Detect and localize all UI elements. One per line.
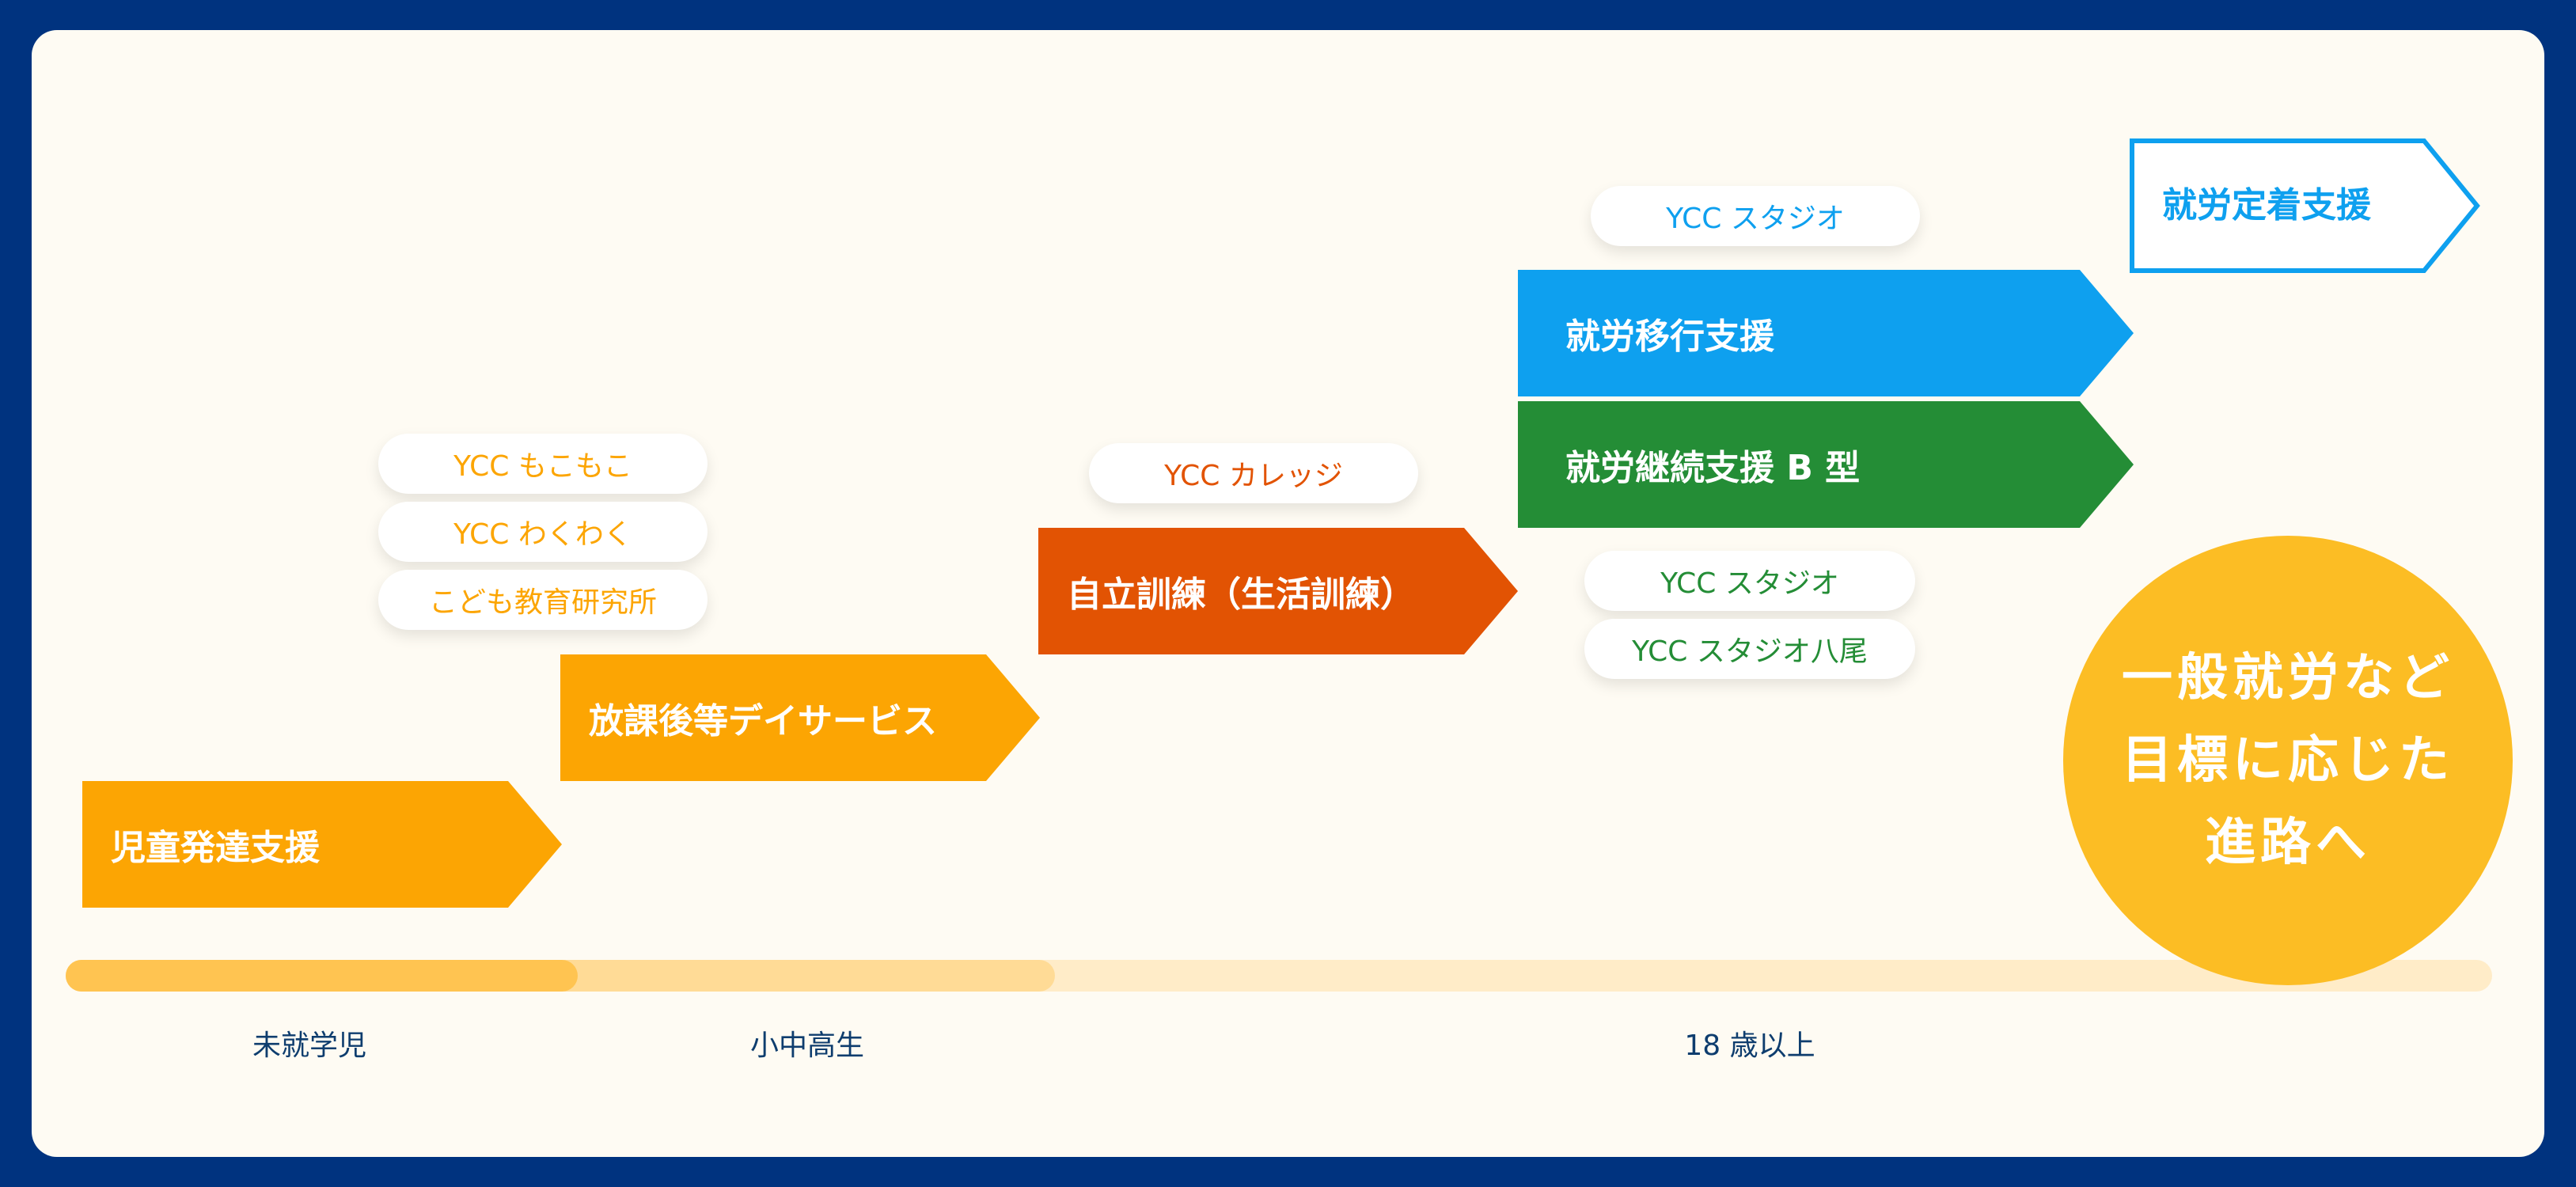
facility-pill-mokomoko: YCC もこもこ [378,434,708,494]
service-arrow-child-dev: 児童発達支援 [82,781,562,908]
facility-label: YCC わくわく [453,518,632,551]
diagram-frame: YCC もこもこ YCC わくわく こども教育研究所 YCC カレッジ YCC … [32,30,2544,1157]
service-label: 就労移行支援 [1565,317,1774,357]
service-arrow-transition: 就労移行支援 [1518,270,2134,396]
facility-label: YCC カレッジ [1164,460,1343,492]
service-arrow-retention [2130,138,2480,273]
goal-text-line2: 目標に応じた [2122,731,2454,790]
service-label: 自立訓練（生活訓練） [1067,575,1415,615]
service-label: 就労継続支援 B 型 [1565,448,1861,488]
facility-pill-studio-yao: YCC スタジオ八尾 [1584,619,1915,679]
facility-label: YCC スタジオ八尾 [1632,635,1868,668]
service-arrow-continuation-b: 就労継続支援 B 型 [1518,401,2134,528]
goal-text-line1: 一般就労など [2122,649,2454,707]
goal-text-line3: 進路へ [2205,813,2371,872]
facility-pill-wakuwaku: YCC わくわく [378,502,708,562]
facility-pill-studio-green: YCC スタジオ [1584,551,1915,611]
facility-pill-kodomo: こども教育研究所 [378,570,708,630]
facility-pill-college: YCC カレッジ [1089,443,1418,503]
age-label-adult: 18 歳以上 [1684,1030,1815,1062]
service-label: 児童発達支援 [111,828,320,868]
facility-label: こども教育研究所 [428,586,657,619]
facility-label: YCC もこもこ [453,450,632,483]
goal-circle: 一般就労など 目標に応じた 進路へ [2063,536,2513,985]
facility-label: YCC スタジオ [1660,567,1839,600]
service-label: 放課後等デイサービス [589,701,937,741]
service-arrow-independence: 自立訓練（生活訓練） [1038,528,1518,654]
facility-label: YCC スタジオ [1666,203,1845,235]
age-label-school: 小中高生 [749,1030,865,1062]
service-label-retention: 就労定着支援 [2162,185,2371,226]
age-label-preschool: 未就学児 [252,1030,367,1062]
timeline-segment-preschool [66,960,578,992]
facility-pill-studio-blue: YCC スタジオ [1591,186,1920,246]
service-arrow-after-school: 放課後等デイサービス [560,654,1040,781]
